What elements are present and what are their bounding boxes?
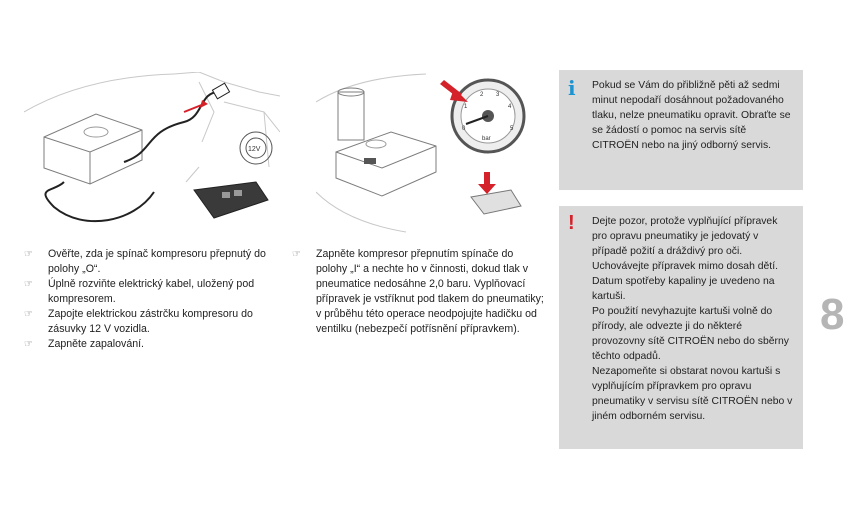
list-item: ☞ Zapněte zapalování. [24, 337, 286, 352]
middle-instructions: ☞ Zapněte kompresor přepnutím spínače do… [292, 247, 544, 337]
step-text: Zapněte kompresor přepnutím spínače do p… [316, 248, 544, 335]
step-text: Ověřte, zda je spínač kompresoru přepnut… [48, 248, 266, 275]
gauge-tick-0: 0 [462, 126, 466, 132]
pointing-hand-icon: ☞ [24, 279, 33, 290]
info-note: i Pokud se Vám do přibližně pěti až sedm… [559, 70, 803, 190]
warning-text: Dejte pozor, protože vyplňující příprave… [592, 216, 778, 257]
pointing-hand-icon: ☞ [24, 309, 33, 320]
warning-note: ! Dejte pozor, protože vyplňující přípra… [559, 206, 803, 449]
warning-text: Po použití nevyhazujte kartuši volně do … [592, 306, 789, 362]
pointing-hand-icon: ☞ [24, 249, 33, 260]
list-item: ☞ Zapojte elektrickou zástrčku kompresor… [24, 307, 286, 337]
gauge-unit: bar [482, 136, 491, 142]
warning-text: Nezapomeňte si obstarat novou kartuši s … [592, 366, 793, 422]
compressor-gauge-illustration: 0 1 2 3 4 5 bar [315, 72, 534, 234]
gauge-tick-2: 2 [480, 92, 484, 98]
compressor-socket-illustration: 12V [23, 71, 281, 234]
step-text: Zapněte zapalování. [48, 338, 145, 350]
gauge-tick-3: 3 [496, 92, 500, 98]
step-text: Zapojte elektrickou zástrčku kompresoru … [48, 308, 253, 335]
info-icon: i [568, 76, 576, 100]
warning-text: Uchovávejte přípravek mimo dosah dětí. [592, 261, 778, 272]
pointing-hand-icon: ☞ [24, 339, 33, 350]
socket-label: 12V [248, 146, 261, 153]
gauge-tick-4: 4 [508, 104, 512, 110]
list-item: ☞ Ověřte, zda je spínač kompresoru přepn… [24, 247, 286, 277]
left-instructions: ☞ Ověřte, zda je spínač kompresoru přepn… [24, 247, 286, 352]
list-item: ☞ Zapněte kompresor přepnutím spínače do… [292, 247, 544, 337]
list-item: ☞ Úplně rozviňte elektrický kabel, ulože… [24, 277, 286, 307]
warning-text: Datum spotřeby kapaliny je uvedeno na ka… [592, 276, 775, 302]
gauge-tick-5: 5 [510, 126, 514, 132]
gauge-tick-1: 1 [464, 104, 468, 110]
info-text: Pokud se Vám do přibližně pěti až sedmi … [592, 80, 791, 151]
chapter-number: 8 [820, 290, 845, 339]
warning-icon: ! [568, 212, 575, 234]
pointing-hand-icon: ☞ [292, 249, 301, 260]
step-text: Úplně rozviňte elektrický kabel, uložený… [48, 278, 255, 305]
